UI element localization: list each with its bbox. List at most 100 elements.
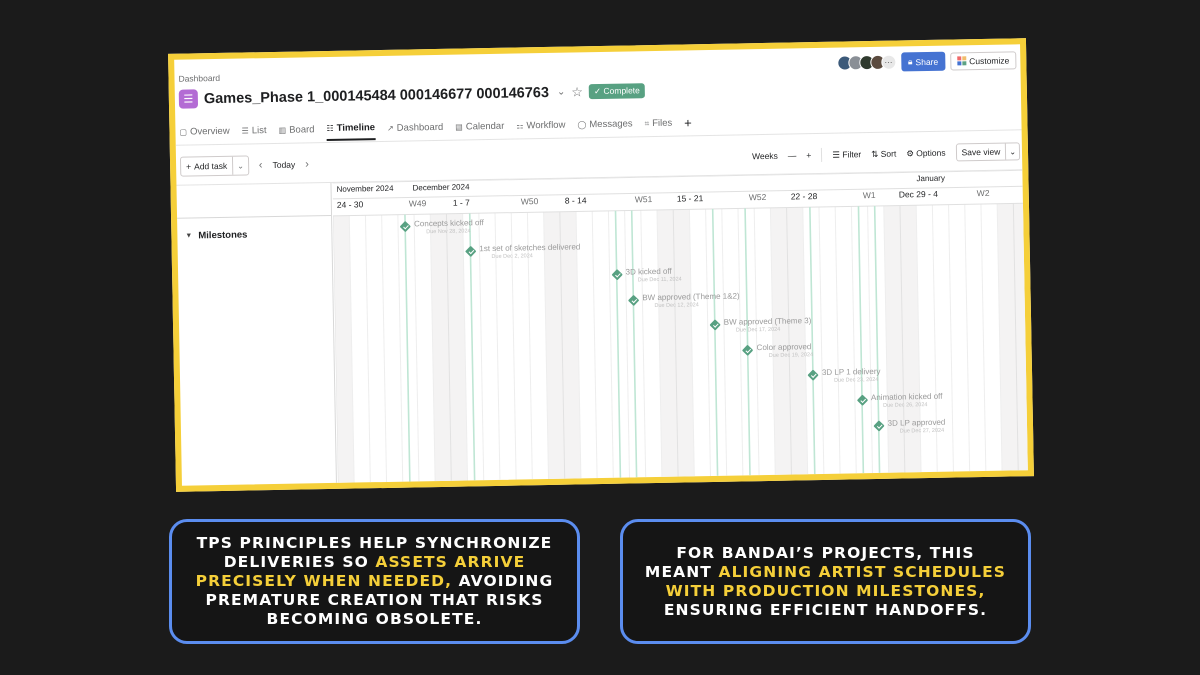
caption-left: TPS principles help synchronize deliveri…	[169, 519, 580, 644]
milestone-check-icon[interactable]	[856, 394, 868, 406]
tab-board[interactable]: ▥Board	[278, 123, 315, 142]
week-label: Dec 29 - 4	[898, 188, 939, 200]
caption-left-text: TPS principles help synchronize deliveri…	[195, 534, 554, 628]
tab-workflow[interactable]: ⚏Workflow	[516, 119, 565, 138]
plus-icon: +	[186, 161, 192, 172]
filter-label: Filter	[842, 148, 862, 160]
list-icon: ☰	[241, 126, 249, 136]
chevron-right-icon[interactable]: ›	[305, 158, 309, 171]
today-button[interactable]: Today	[272, 159, 296, 171]
tab-dashboard[interactable]: ↗Dashboard	[387, 121, 444, 140]
day-gridline	[964, 204, 971, 472]
week-label: 5	[1022, 187, 1028, 198]
milestone-name: BW approved (Theme 3)	[723, 316, 812, 327]
status-badge[interactable]: ✓ Complete	[588, 83, 645, 100]
add-tab-button[interactable]: +	[684, 115, 692, 134]
save-view-label: Save view	[961, 146, 1001, 158]
milestone-due-date: Due Dec 23, 2024	[833, 376, 879, 384]
day-gridline	[429, 214, 436, 482]
chevron-left-icon[interactable]: ‹	[258, 159, 263, 172]
messages-icon: ◯	[577, 120, 587, 130]
zoom-in-icon[interactable]: +	[806, 150, 812, 161]
milestone-name: Concepts kicked off	[414, 218, 484, 229]
week-label: 15 - 21	[676, 193, 704, 204]
milestone-guide-line	[630, 210, 638, 478]
day-gridline	[364, 215, 371, 483]
member-avatars[interactable]: ···	[836, 54, 897, 71]
section-milestones[interactable]: ▼ Milestones	[185, 229, 247, 241]
left-panel-header	[176, 182, 332, 219]
tab-list[interactable]: ☰List	[242, 124, 267, 142]
chevron-down-icon[interactable]: ⌄	[1005, 143, 1020, 160]
milestone-check-icon[interactable]	[464, 245, 477, 258]
milestone-check-icon[interactable]	[873, 420, 885, 432]
more-members-icon[interactable]: ···	[880, 54, 897, 70]
milestone-item[interactable]: BW approved (Theme 1&2)Due Dec 12, 2024	[627, 291, 740, 309]
lock-icon: 🔒︎	[907, 56, 913, 67]
milestone-check-icon[interactable]	[807, 369, 819, 381]
tab-label: Workflow	[526, 119, 566, 132]
milestone-check-icon[interactable]	[399, 220, 411, 233]
month-label: December 2024	[412, 182, 470, 193]
zoom-out-icon[interactable]: —	[787, 150, 797, 161]
caret-down-icon[interactable]: ▼	[185, 232, 193, 240]
milestone-guide-line	[857, 206, 865, 474]
day-gridline	[818, 206, 825, 474]
options-button[interactable]: ⚙ Options	[906, 147, 945, 159]
share-button[interactable]: 🔒︎ Share	[900, 51, 946, 72]
star-icon[interactable]: ☆	[571, 83, 584, 100]
milestone-item[interactable]: BW approved (Theme 3)Due Dec 17, 2024	[709, 316, 812, 334]
dashboard-icon: ↗	[386, 123, 394, 133]
day-gridline	[607, 210, 614, 478]
week-label: 8 - 14	[564, 195, 587, 206]
weekend-shade	[543, 211, 566, 483]
tab-calendar[interactable]: ▤Calendar	[455, 120, 504, 139]
files-icon: ⌗	[644, 118, 650, 128]
save-view-button[interactable]: Save view ⌄	[955, 142, 1021, 162]
customize-button[interactable]: Customize	[950, 50, 1017, 71]
milestone-name: 3D LP 1 delivery	[821, 366, 881, 377]
day-gridline	[769, 207, 776, 475]
project-header: ☰ Games_Phase 1_000145484 000146677 0001…	[178, 81, 645, 109]
zoom-level[interactable]: Weeks	[751, 150, 778, 162]
add-task-button[interactable]: +Add task ⌄	[179, 155, 250, 177]
milestone-name: 1st set of sketches delivered	[479, 242, 581, 254]
sort-button[interactable]: ⇅ Sort	[871, 148, 896, 159]
weekend-shade	[559, 211, 582, 483]
chevron-down-icon[interactable]: ⌄	[556, 86, 566, 98]
timeline-screenshot: Dashboard ☰ Games_Phase 1_000145484 0001…	[168, 38, 1034, 492]
breadcrumb[interactable]: Dashboard	[178, 72, 221, 84]
milestone-guide-line	[468, 213, 476, 481]
milestone-check-icon[interactable]	[742, 344, 754, 356]
milestone-check-icon[interactable]	[709, 319, 721, 331]
day-gridline	[348, 215, 355, 483]
tab-timeline[interactable]: ☷Timeline	[326, 122, 376, 142]
weekend-shade	[786, 207, 809, 483]
tab-label: Files	[652, 117, 673, 130]
week-label: W1	[862, 189, 876, 201]
header-actions: ··· 🔒︎ Share Customize	[836, 50, 1017, 72]
tab-label: List	[251, 125, 267, 137]
milestone-due-date: Due Dec 27, 2024	[899, 427, 945, 435]
tab-overview[interactable]: ▢Overview	[179, 125, 229, 144]
tab-messages[interactable]: ◯Messages	[577, 117, 633, 136]
tab-files[interactable]: ⌗Files	[645, 117, 673, 136]
milestone-check-icon[interactable]	[611, 269, 623, 281]
chevron-down-icon[interactable]: ⌄	[232, 156, 249, 175]
filter-button[interactable]: ☰ Filter	[832, 149, 861, 161]
weekend-shade	[333, 215, 355, 483]
day-gridline	[413, 214, 420, 482]
day-gridline	[381, 215, 388, 482]
milestone-name: Color approved	[756, 342, 812, 353]
page-title[interactable]: Games_Phase 1_000145484 000146677 000146…	[203, 84, 550, 107]
timeline-grid[interactable]: November 2024 December 2024 January 24 -…	[332, 170, 1034, 483]
day-gridline	[575, 211, 582, 479]
milestone-check-icon[interactable]	[627, 294, 639, 307]
